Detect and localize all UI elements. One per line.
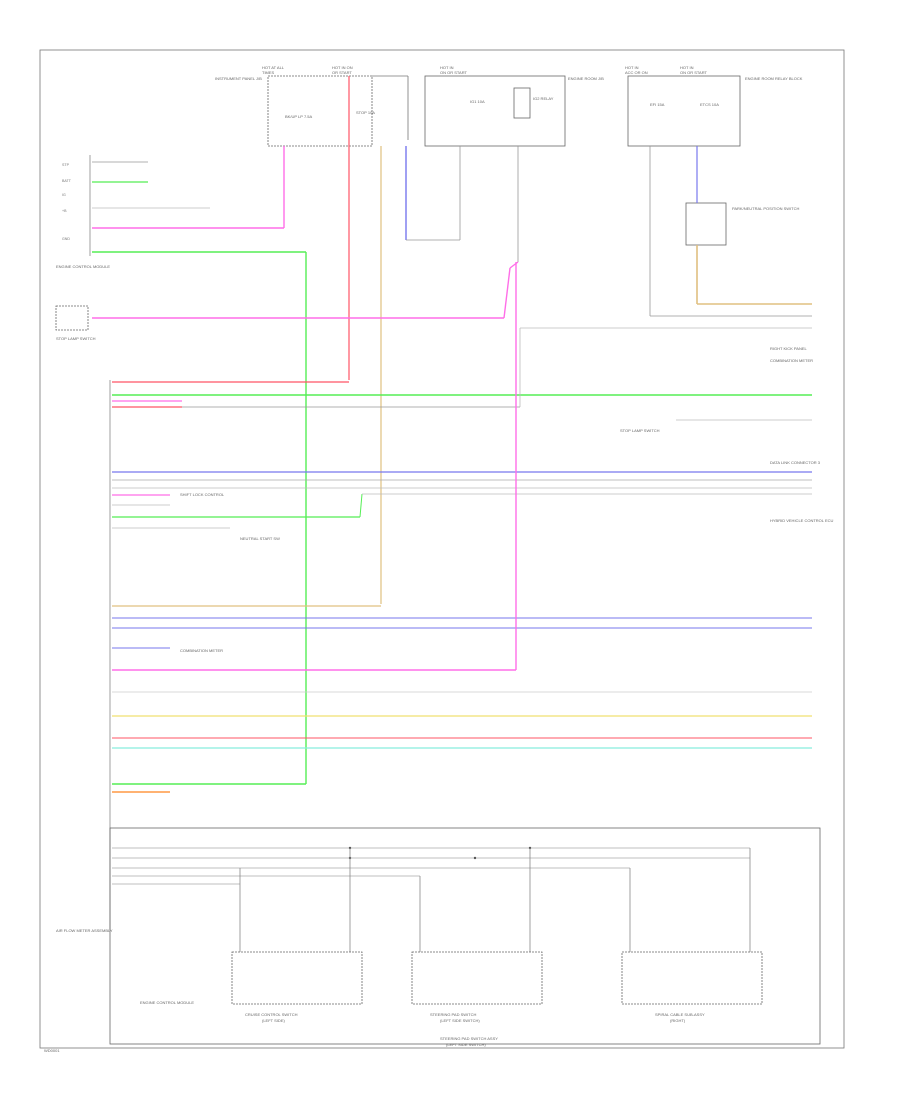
mid-label-4: COMBINATION METER [180, 648, 223, 653]
sub1-label: (LEFT SIDE) [262, 1018, 285, 1023]
right-label-2: COMBINATION METER [770, 358, 813, 363]
wire-group-4 [112, 691, 812, 793]
pin-batt: BATT [62, 179, 72, 183]
sw2-label: STEERING PAD SWITCH [430, 1012, 476, 1017]
bottom-center-label: STEERING PAD SWITCH ASSY [440, 1036, 498, 1041]
ig2-relay [513, 87, 531, 119]
bottom-section: AIR FLOW METER ASSEMBLY ENGINE CONTROL M… [56, 827, 821, 1047]
fuse4-label: HOT IN [625, 65, 639, 70]
fuseG-label: ETCS 10A [700, 102, 719, 107]
block4-label: ENGINE ROOM RELAY BLOCK [745, 76, 803, 81]
fuseB-label: STOP 10A [356, 110, 375, 115]
diagram-id: WD0001 [44, 1048, 60, 1053]
right-label-4: HYBRID VEHICLE CONTROL ECU [770, 518, 834, 523]
fuse2-sub: OR START [332, 70, 352, 75]
ecm-label: ENGINE CONTROL MODULE [56, 264, 110, 269]
relay-label: IG2 RELAY [533, 96, 554, 101]
fuseA-label: BK/UP LP 7.5A [285, 114, 313, 119]
pin-stp: STP [62, 163, 70, 167]
mid-label-3: NEUTRAL START SW [240, 536, 280, 541]
pin-b: +B [62, 209, 67, 213]
stop-lamp-block: STOP LAMP SWITCH [55, 261, 519, 341]
right-label-1: RIGHT KICK PANEL [770, 346, 808, 351]
block1-label: INSTRUMENT PANEL J/B [215, 76, 262, 81]
fuseF-label: EFI 15A [650, 102, 665, 107]
top-section: HOT AT ALL TIMES HOT IN ON OR START HOT … [215, 65, 803, 246]
fuse4-sub: ACC OR ON [625, 70, 648, 75]
pin-ig: IG [62, 193, 66, 197]
fuse1-sub: TIMES [262, 70, 275, 75]
wire-group-3 [112, 262, 812, 671]
fuse3-label: HOT IN [440, 65, 454, 70]
wire-group-2 [112, 471, 812, 529]
stop-label: STOP LAMP SWITCH [56, 336, 96, 341]
top-vertical-wires [283, 76, 812, 784]
fuse3-sub: ON OR START [440, 70, 468, 75]
fuse1-label: HOT AT ALL [262, 65, 285, 70]
sub3-label: (RIGHT) [670, 1018, 686, 1023]
ip-junction-block [267, 75, 373, 147]
sw3-label: SPIRAL CABLE SUB-ASSY [655, 1012, 705, 1017]
right-label-3: DATA LINK CONNECTOR 3 [770, 460, 821, 465]
mid-label-1: STOP LAMP SWITCH [620, 428, 660, 433]
sw1-label: CRUISE CONTROL SWITCH [245, 1012, 298, 1017]
mid-labels: STOP LAMP SWITCH SHIFT LOCK CONTROL NEUT… [180, 428, 660, 653]
mid-label-2: SHIFT LOCK CONTROL [180, 492, 225, 497]
bottom-center2-label: (LEFT SIDE SWITCH) [446, 1042, 486, 1047]
main-bottom-label: AIR FLOW METER ASSEMBLY [56, 928, 113, 933]
engine-room-jb [424, 75, 566, 147]
fuse5-sub: ON OR START [680, 70, 708, 75]
diagram-border [39, 49, 845, 1049]
right-labels: RIGHT KICK PANEL COMBINATION METER DATA … [770, 346, 834, 523]
sw-label: PARK/NEUTRAL POSITION SWITCH [732, 206, 799, 211]
fuse5-label: HOT IN [680, 65, 694, 70]
pnp-switch [685, 202, 727, 246]
wire-group-1 [112, 328, 812, 421]
pin-gnd: GND [62, 237, 70, 241]
sub2-label: (LEFT SIDE SWITCH) [440, 1018, 480, 1023]
fuseC-label: IG1 10A [470, 99, 485, 104]
fuse2-label: HOT IN ON [332, 65, 353, 70]
mod-bottom-label: ENGINE CONTROL MODULE [140, 1000, 194, 1005]
ecm-block: STP BATT IG +B GND ENGINE CONTROL MODULE [56, 155, 306, 269]
block2-label: ENGINE ROOM J/B [568, 76, 604, 81]
engine-relay-block [627, 75, 741, 147]
